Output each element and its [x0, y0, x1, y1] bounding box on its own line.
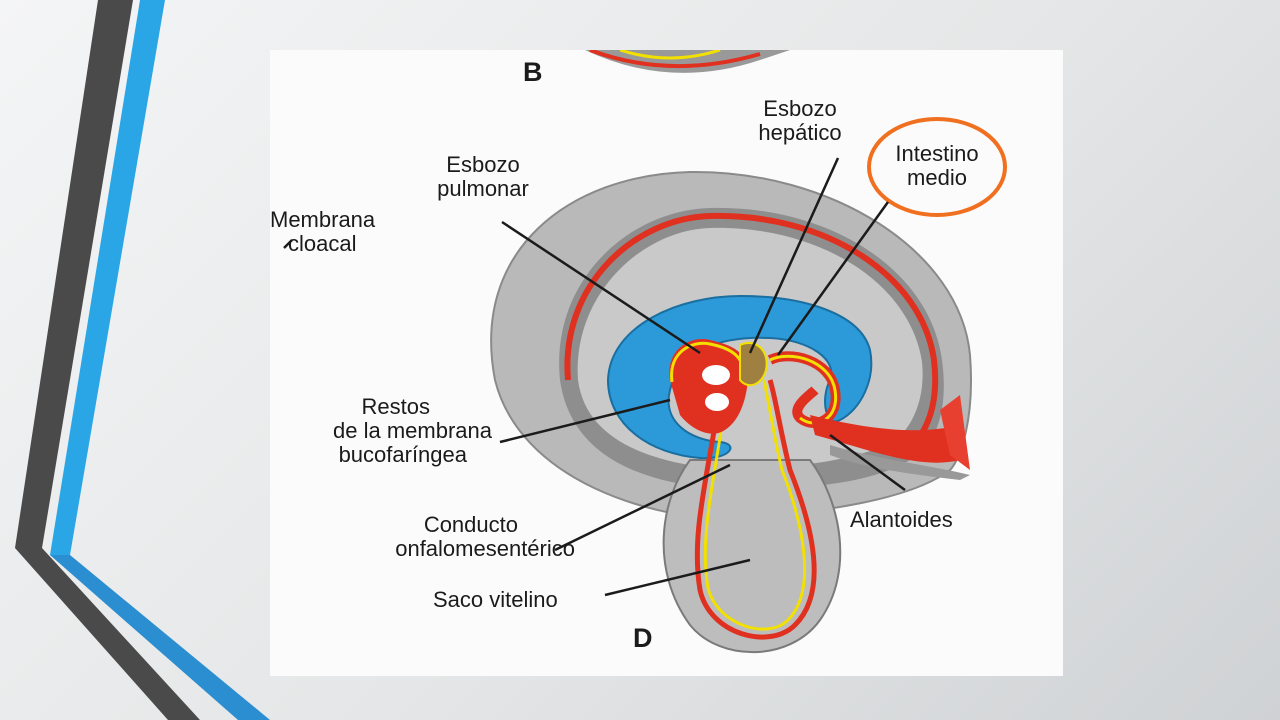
leader-lines — [283, 157, 906, 597]
leader-saco-vitelino — [604, 558, 751, 597]
foregut-lumen-2 — [705, 393, 729, 411]
foregut-region — [669, 339, 749, 434]
foregut-lumen-1 — [702, 365, 730, 385]
panel-b-yellow-line — [619, 50, 721, 60]
decor-dark-bar-lower — [15, 548, 200, 720]
label-esbozo-pulmonar: Esbozo pulmonar — [437, 152, 529, 201]
decor-blue-bar-upper — [50, 0, 165, 555]
leader-alantoides — [829, 433, 906, 492]
label-intestino-medio: Intestino medio — [895, 141, 979, 190]
leader-esbozo-hepatico — [748, 157, 840, 354]
yolk-sac-yellow — [703, 379, 807, 631]
label-esbozo-hepatico: Esbozo hepático — [758, 96, 842, 145]
leader-membrana-cloacal — [283, 239, 293, 249]
intestino-medio-highlight — [867, 117, 1007, 217]
decor-dark-bar-upper — [15, 0, 133, 548]
umbilical-flare — [940, 395, 970, 470]
panel-label-b: B — [523, 57, 543, 87]
leader-intestino-medio — [776, 201, 890, 356]
label-alantoides: Alantoides — [850, 507, 953, 532]
yolk-sac-red — [694, 379, 817, 640]
stalk-grey — [830, 445, 970, 480]
mesoderm-red-outline — [564, 212, 939, 455]
label-saco-vitelino: Saco vitelino — [433, 587, 558, 612]
label-restos-membrana: Restos de la membrana bucofaríngea — [333, 394, 492, 467]
connecting-stalk — [810, 415, 960, 463]
leader-conducto — [554, 463, 731, 552]
embryo-illustration — [283, 50, 1007, 654]
leader-restos-membrana — [499, 398, 671, 444]
embryo-figure: B D Esbozo hepático Intestino medio Esbo… — [270, 50, 1063, 676]
decor-blue-bar-lower — [50, 555, 270, 720]
label-conducto: Conducto onfalomesentérico — [395, 512, 575, 561]
panel-label-d: D — [633, 623, 653, 653]
panel-b-red-line — [589, 50, 761, 68]
label-membrana-cloacal: Membrana cloacal — [270, 207, 376, 256]
leader-esbozo-pulmonar — [501, 220, 701, 355]
liver-bud — [739, 342, 768, 387]
